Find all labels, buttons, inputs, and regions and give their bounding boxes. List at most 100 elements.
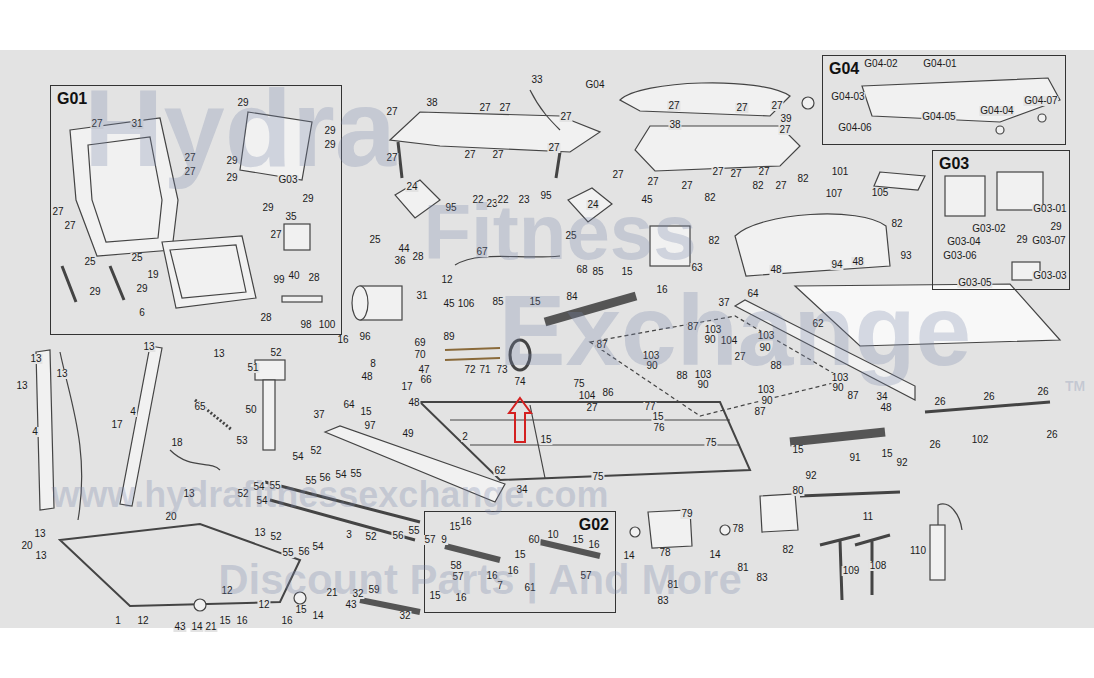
callout-number: 98	[299, 320, 312, 330]
callout-number: 29	[301, 194, 314, 204]
group-heading: G03	[939, 155, 969, 173]
callout-number: 38	[425, 98, 438, 108]
watermark-text: Fitness	[423, 193, 696, 271]
callout-number: 26	[982, 392, 995, 402]
callout-number: 106	[457, 299, 476, 309]
callout-number: 104	[578, 391, 597, 401]
callout-number: 16	[459, 517, 472, 527]
callout-number: 110	[909, 546, 927, 556]
callout-number: 55	[407, 526, 420, 536]
callout-number: 52	[309, 446, 322, 456]
callout-number: 82	[707, 236, 720, 246]
callout-number: 70	[413, 350, 426, 360]
callout-number: 17	[400, 382, 413, 392]
callout-number: 13	[34, 551, 47, 561]
callout-number: 13	[142, 342, 155, 352]
callout-number: 11	[862, 512, 874, 522]
callout-number: 109	[842, 566, 861, 576]
callout-number: 36	[393, 256, 406, 266]
callout-number: 43	[173, 622, 186, 632]
callout-number: 72	[463, 365, 476, 375]
callout-number: 15	[791, 445, 804, 455]
callout-number: 86	[601, 388, 614, 398]
callout-number: 26	[1045, 430, 1058, 440]
callout-number: 90	[831, 383, 844, 393]
callout-number: 19	[146, 270, 159, 280]
callout-number: 27	[51, 207, 64, 217]
ground	[0, 50, 1094, 628]
callout-number: 15	[651, 412, 664, 422]
callout-number: 54	[311, 542, 324, 552]
callout-number: 15	[539, 435, 552, 445]
callout-number: 53	[235, 436, 248, 446]
callout-number: 101	[831, 167, 850, 177]
callout-number: 20	[164, 512, 177, 522]
callout-number: 56	[297, 547, 310, 557]
callout-number: 29	[135, 284, 148, 294]
callout-number: 92	[804, 471, 817, 481]
callout-number: 71	[478, 365, 491, 375]
callout-number: 90	[760, 396, 773, 406]
callout-number: 83	[755, 573, 768, 583]
callout-number: 99	[272, 275, 285, 285]
callout-number: 15	[359, 407, 372, 417]
callout-number: 39	[779, 114, 792, 124]
callout-number: 35	[284, 212, 297, 222]
part-code: G04-01	[922, 59, 957, 69]
callout-number: 27	[711, 167, 724, 177]
callout-number: 26	[928, 440, 941, 450]
part-code: G04-02	[863, 59, 898, 69]
group-heading: G04	[829, 60, 859, 78]
callout-number: 13	[253, 528, 266, 538]
callout-number: 55	[281, 548, 294, 558]
callout-number: 48	[360, 372, 373, 382]
part-code: G04	[585, 80, 606, 90]
callout-number: 29	[1049, 222, 1062, 232]
callout-number: 37	[312, 410, 325, 420]
callout-number: 102	[971, 435, 990, 445]
callout-number: 8	[369, 359, 377, 369]
callout-number: 87	[753, 407, 766, 417]
callout-number: 90	[696, 380, 709, 390]
callout-number: 25	[83, 257, 96, 267]
callout-number: 12	[440, 275, 453, 285]
callout-number: 87	[846, 391, 859, 401]
callout-number: 13	[15, 381, 28, 391]
callout-number: 89	[442, 332, 455, 342]
callout-number: 1	[114, 616, 122, 626]
callout-number: 15	[571, 535, 584, 545]
callout-number: 28	[307, 273, 320, 283]
callout-number: 14	[190, 622, 203, 632]
callout-number: 29	[1015, 235, 1028, 245]
callout-number: 64	[342, 400, 355, 410]
callout-number: 49	[401, 429, 414, 439]
callout-number: 94	[830, 260, 843, 270]
callout-number: 57	[423, 535, 436, 545]
callout-number: 50	[244, 405, 257, 415]
callout-number: 103	[757, 385, 776, 395]
callout-number: 52	[269, 532, 282, 542]
callout-number: 82	[890, 219, 903, 229]
callout-number: 27	[478, 103, 491, 113]
watermark-text: Hydra	[84, 73, 396, 183]
callout-number: 78	[658, 548, 671, 558]
callout-number: 80	[791, 486, 804, 496]
part-code: G03-03	[1032, 271, 1067, 281]
callout-number: 27	[585, 403, 598, 413]
callout-number: 27	[778, 125, 791, 135]
callout-number: 28	[259, 313, 272, 323]
callout-number: 54	[291, 452, 304, 462]
callout-number: 92	[895, 458, 908, 468]
callout-number: 27	[498, 103, 511, 113]
watermark-text: Discount Parts | And More	[218, 559, 742, 601]
part-code: G04-06	[837, 123, 872, 133]
callout-number: 91	[848, 453, 861, 463]
callout-number: 16	[587, 540, 600, 550]
part-code: G04-05	[921, 112, 956, 122]
callout-number: 65	[193, 402, 206, 412]
callout-number: 29	[88, 287, 101, 297]
callout-number: 79	[680, 509, 693, 519]
part-code: G04-07	[1023, 96, 1058, 106]
callout-number: 48	[407, 398, 420, 408]
callout-number: 105	[871, 188, 890, 198]
